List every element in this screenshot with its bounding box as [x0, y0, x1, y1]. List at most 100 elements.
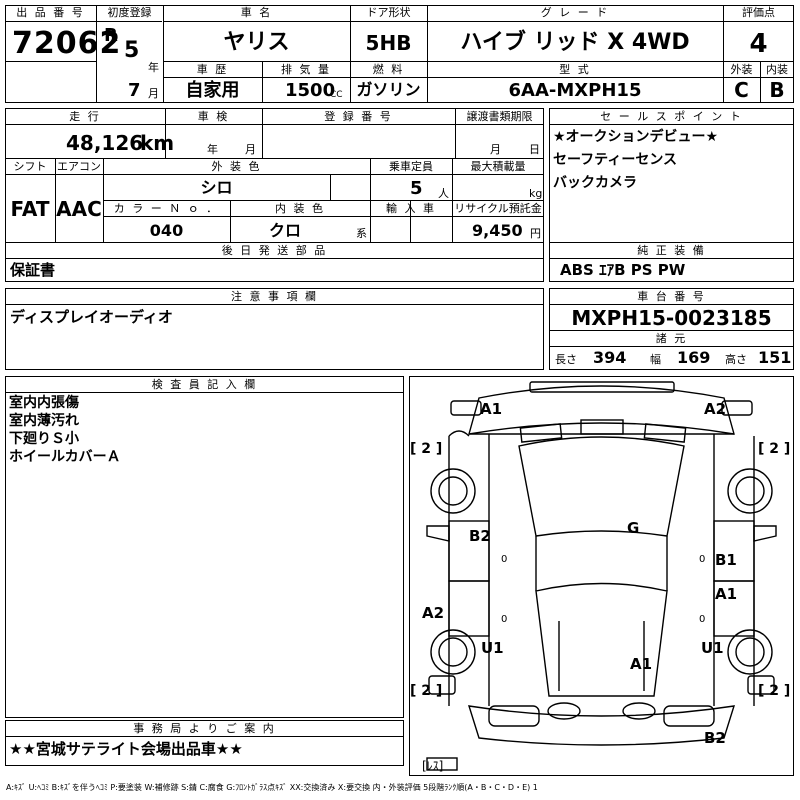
- year-unit: 年: [148, 61, 159, 74]
- mark-a2-front-right: A2: [704, 400, 727, 418]
- exterior-color: シロ: [200, 178, 233, 197]
- genuine-equipment: ABS ｴｱB PS PW: [560, 261, 686, 279]
- exterior-grade-header: 外装: [730, 63, 753, 76]
- dimensions-header: 諸 元: [655, 332, 688, 345]
- score: 4: [749, 29, 768, 59]
- left-side: [448, 430, 490, 706]
- score-header: 評価点: [742, 6, 775, 19]
- era-letter: R: [104, 25, 118, 46]
- mileage-unit: km: [140, 131, 175, 155]
- width: 169: [677, 348, 711, 367]
- svg-text:0: 0: [501, 614, 507, 625]
- svg-text:0: 0: [501, 554, 507, 565]
- capacity-unit: 人: [438, 187, 449, 200]
- sales-point-2: セーフティーセンス: [553, 152, 678, 168]
- inspector-note-3: 下廻りＳ小: [9, 431, 79, 447]
- rear-bumper: [488, 705, 540, 727]
- sales-point-1: ★オークションデビュー★: [553, 129, 719, 145]
- mark-a1-front-left: A1: [480, 400, 503, 418]
- model-code: 6AA-MXPH15: [508, 80, 642, 101]
- interior-grade: B: [769, 78, 785, 102]
- svg-text:0: 0: [699, 614, 705, 625]
- car-name: ヤリス: [223, 30, 290, 55]
- shift-header: シフト: [13, 160, 47, 173]
- aircon: AAC: [56, 197, 102, 221]
- color-no-header: カ ラ ー Ｎ ｏ ．: [113, 202, 220, 215]
- interior-color-header: 内 装 色: [275, 202, 325, 215]
- front-outline: [468, 385, 735, 435]
- exterior-grade: C: [734, 78, 749, 102]
- door-type: 5HB: [365, 31, 412, 55]
- front-bumper: [529, 381, 675, 393]
- rear-glass: [535, 582, 668, 697]
- notes-header: 注 意 事 項 欄: [231, 290, 318, 303]
- history: 自家用: [185, 80, 240, 101]
- fuel: ガソリン: [356, 80, 421, 99]
- windshield: [518, 436, 685, 537]
- inspector-header: 検 査 員 記 入 欄: [151, 378, 258, 391]
- mark-b1-right-door: B1: [715, 551, 737, 569]
- car-diagram: 0 0 0 0: [426, 381, 777, 771]
- height-label: 高さ: [725, 353, 747, 366]
- genuine-equipment-header: 純 正 装 備: [637, 244, 706, 257]
- hood-front: [468, 422, 735, 435]
- sales-points-header: セ ー ル ス ポ イ ン ト: [600, 110, 743, 123]
- height: 151: [758, 348, 792, 367]
- inspection-header: 車 検: [197, 110, 230, 123]
- history-header: 車 歴: [196, 63, 229, 76]
- mark-tire-rr: [ 2 ]: [758, 683, 791, 699]
- mark-b2-left-door: B2: [469, 527, 491, 545]
- rear-outline: [467, 705, 736, 746]
- office-info-header: 事 務 局 よ り ご 案 内: [133, 722, 276, 735]
- aircon-header: エアコン: [57, 160, 101, 173]
- import-header: 輸 入 車: [386, 202, 436, 215]
- model-header: 型 式: [559, 63, 591, 76]
- later-parts: 保証書: [10, 261, 56, 279]
- interior-grade-header: 内装: [766, 63, 788, 76]
- mark-a1-right-rear-door: A1: [715, 585, 738, 603]
- interior-color: クロ: [268, 221, 301, 240]
- mark-tire-rl: [ 2 ]: [410, 683, 443, 699]
- transfer-deadline-header: 譲渡書類期限: [466, 110, 533, 123]
- registration-no-header: 登 録 番 号: [324, 110, 393, 123]
- shift: FAT: [10, 197, 50, 221]
- door-header: ドア形状: [366, 6, 411, 19]
- office-info: ★★宮城サテライト会場出品車★★: [9, 740, 243, 758]
- month-unit: 月: [148, 87, 159, 100]
- svg-text:0: 0: [699, 554, 705, 565]
- grade-header: グ レ ー ド: [540, 6, 610, 19]
- mark-tire-fr: [ 2 ]: [758, 441, 791, 457]
- displacement-header: 排 気 量: [281, 63, 331, 76]
- lot-no-header: 出 品 番 号: [16, 6, 85, 19]
- width-label: 幅: [650, 353, 661, 366]
- inspection-month-unit: 月: [245, 143, 256, 156]
- mark-spare: [ﾚｽ]: [422, 759, 444, 773]
- legend: A:ｷｽﾞ U:ﾍｺﾐ B:ｷｽﾞを伴うﾍｺﾐ P:要塗装 W:補修跡 S:錆 …: [6, 783, 538, 792]
- transfer-month-unit: 月: [490, 143, 501, 156]
- inspection-year-unit: 年: [207, 143, 218, 156]
- capacity-header: 乗車定員: [389, 160, 433, 173]
- mark-b2-rear: B2: [704, 729, 726, 747]
- inspector-note-4: ホイールカバーＡ: [9, 449, 121, 465]
- first-reg-month: 7: [128, 80, 141, 101]
- exterior-color-header: 外 装 色: [211, 160, 262, 173]
- cc-unit: CC: [330, 90, 343, 100]
- mileage-header: 走 行: [69, 110, 101, 123]
- mark-u1-right: U1: [701, 639, 724, 657]
- chassis-no-header: 車 台 番 号: [637, 290, 706, 303]
- mark-a2-left-rear: A2: [422, 604, 445, 622]
- length-label: 長さ: [555, 353, 577, 366]
- grade: ハイブ リッド X 4WD: [460, 30, 690, 55]
- first-reg-header: 初度登録: [107, 6, 152, 19]
- later-parts-header: 後 日 発 送 部 品: [221, 244, 328, 257]
- displacement: 1500: [285, 80, 336, 101]
- capacity: 5: [410, 178, 423, 199]
- car-name-header: 車 名: [240, 6, 273, 19]
- first-reg-year: 5: [124, 38, 140, 63]
- sales-point-3: バックカメラ: [553, 175, 637, 191]
- mark-u1-left: U1: [481, 639, 504, 657]
- notes: ディスプレイオーディオ: [10, 308, 173, 326]
- fuel-header: 燃 料: [372, 63, 405, 76]
- inspector-note-1: 室内内張傷: [9, 395, 79, 411]
- car-diagram-frame: [409, 376, 794, 776]
